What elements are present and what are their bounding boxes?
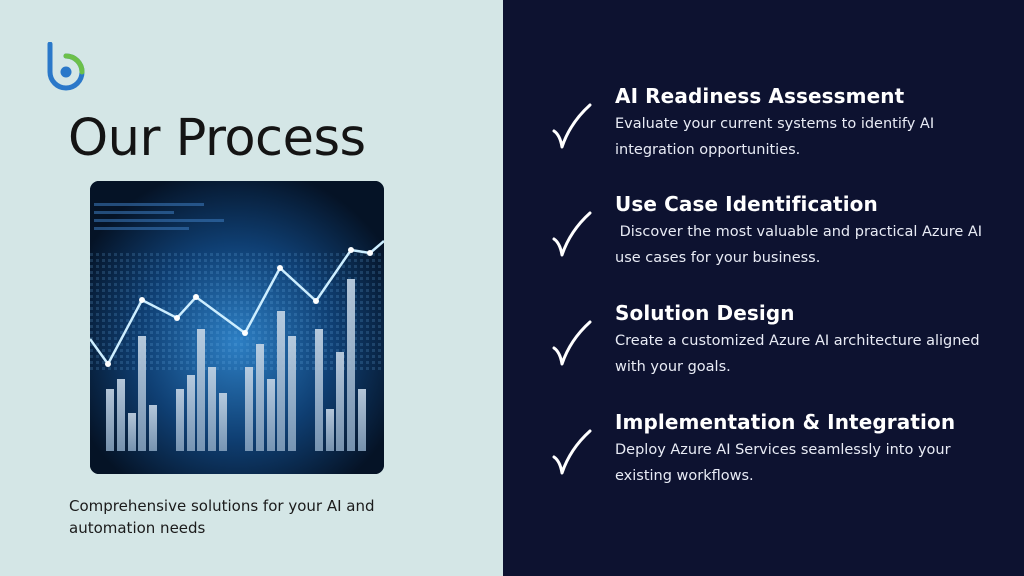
brand-logo-icon — [47, 42, 85, 91]
step-title: AI Readiness Assessment — [615, 84, 905, 108]
step-description: Create a customized Azure AI architectur… — [615, 333, 985, 375]
process-step-1: AI Readiness Assessment Evaluate your cu… — [548, 83, 998, 187]
step-title: Implementation & Integration — [615, 410, 956, 434]
left-panel: Our Process — [0, 0, 503, 576]
right-panel — [503, 0, 1024, 576]
process-step-2: Use Case Identification Discover the mos… — [548, 191, 998, 295]
page-title: Our Process — [68, 109, 366, 168]
financial-chart-image — [90, 181, 384, 474]
checkmark-icon — [552, 103, 592, 149]
checkmark-icon — [552, 211, 592, 257]
step-description: Deploy Azure AI Services seamlessly into… — [615, 442, 956, 484]
step-description: Evaluate your current systems to identif… — [615, 116, 939, 158]
checkmark-icon — [552, 320, 592, 366]
process-step-4: Implementation & Integration Deploy Azur… — [548, 409, 998, 513]
process-step-3: Solution Design Create a customized Azur… — [548, 300, 998, 404]
tagline: Comprehensive solutions for your AI and … — [69, 497, 375, 537]
step-description: Discover the most valuable and practical… — [615, 224, 987, 266]
step-title: Use Case Identification — [615, 192, 878, 216]
checkmark-icon — [552, 429, 592, 475]
step-title: Solution Design — [615, 301, 795, 325]
